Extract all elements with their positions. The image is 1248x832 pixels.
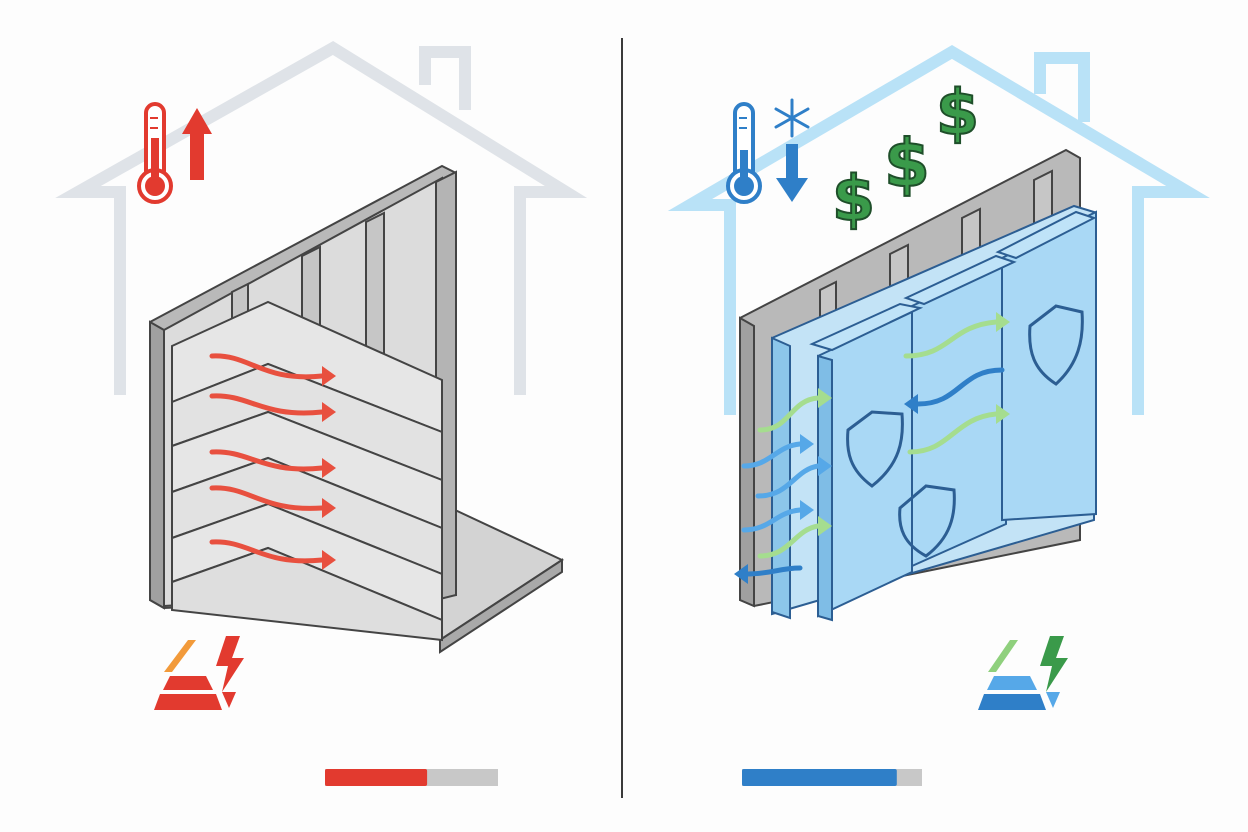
blue-arrow [755, 463, 821, 499]
blue-arrow [745, 565, 803, 577]
thermometer-hot-icon [137, 102, 173, 204]
left-panel [55, 41, 588, 786]
green-arrow [907, 411, 999, 455]
heat-arrow [209, 449, 325, 472]
blue-arrow [741, 507, 803, 533]
heat-arrow [209, 485, 325, 511]
shield-icons [846, 304, 1084, 558]
heat-arrow [209, 353, 325, 380]
airflow-arrows [741, 319, 1005, 577]
energy-bar-left [325, 769, 498, 786]
blue-arrow [915, 367, 1005, 407]
right-panel: $ $ $ [667, 45, 1210, 786]
shield-icon [898, 484, 956, 558]
green-arrow [757, 523, 821, 559]
panel-divider [621, 38, 623, 798]
heat-arrow [209, 393, 325, 416]
energy-bar-right [742, 769, 922, 786]
arrow-up-icon [182, 108, 212, 180]
energy-bar-left-fill [325, 769, 428, 786]
wall-boards [171, 300, 443, 642]
insulation-panels [771, 204, 1097, 622]
energy-pyramid-icon-right [978, 636, 1068, 710]
arrow-down-icon [776, 144, 808, 202]
green-arrow [757, 395, 821, 433]
energy-bar-right-fill [742, 769, 897, 786]
heat-arrowheads [322, 366, 336, 570]
energy-pyramid-icon [154, 636, 244, 710]
money-icons: $ $ $ [831, 75, 980, 236]
snowflake-icon [774, 98, 810, 138]
heat-arrow [209, 539, 325, 564]
blue-arrow [741, 441, 803, 469]
dollar-sign-icon: $ [884, 125, 930, 202]
house-outline-right [667, 45, 1210, 415]
thermometer-cool-icon [726, 102, 762, 204]
green-arrow [903, 319, 999, 359]
shield-icon [1028, 304, 1084, 386]
airflow-arrowheads [734, 312, 1010, 584]
shield-icon [846, 410, 904, 488]
house-outline-left [55, 41, 588, 395]
dollar-sign-icon: $ [936, 76, 979, 149]
heat-loss-arrows [209, 353, 325, 564]
dollar-sign-icon: $ [832, 162, 875, 235]
